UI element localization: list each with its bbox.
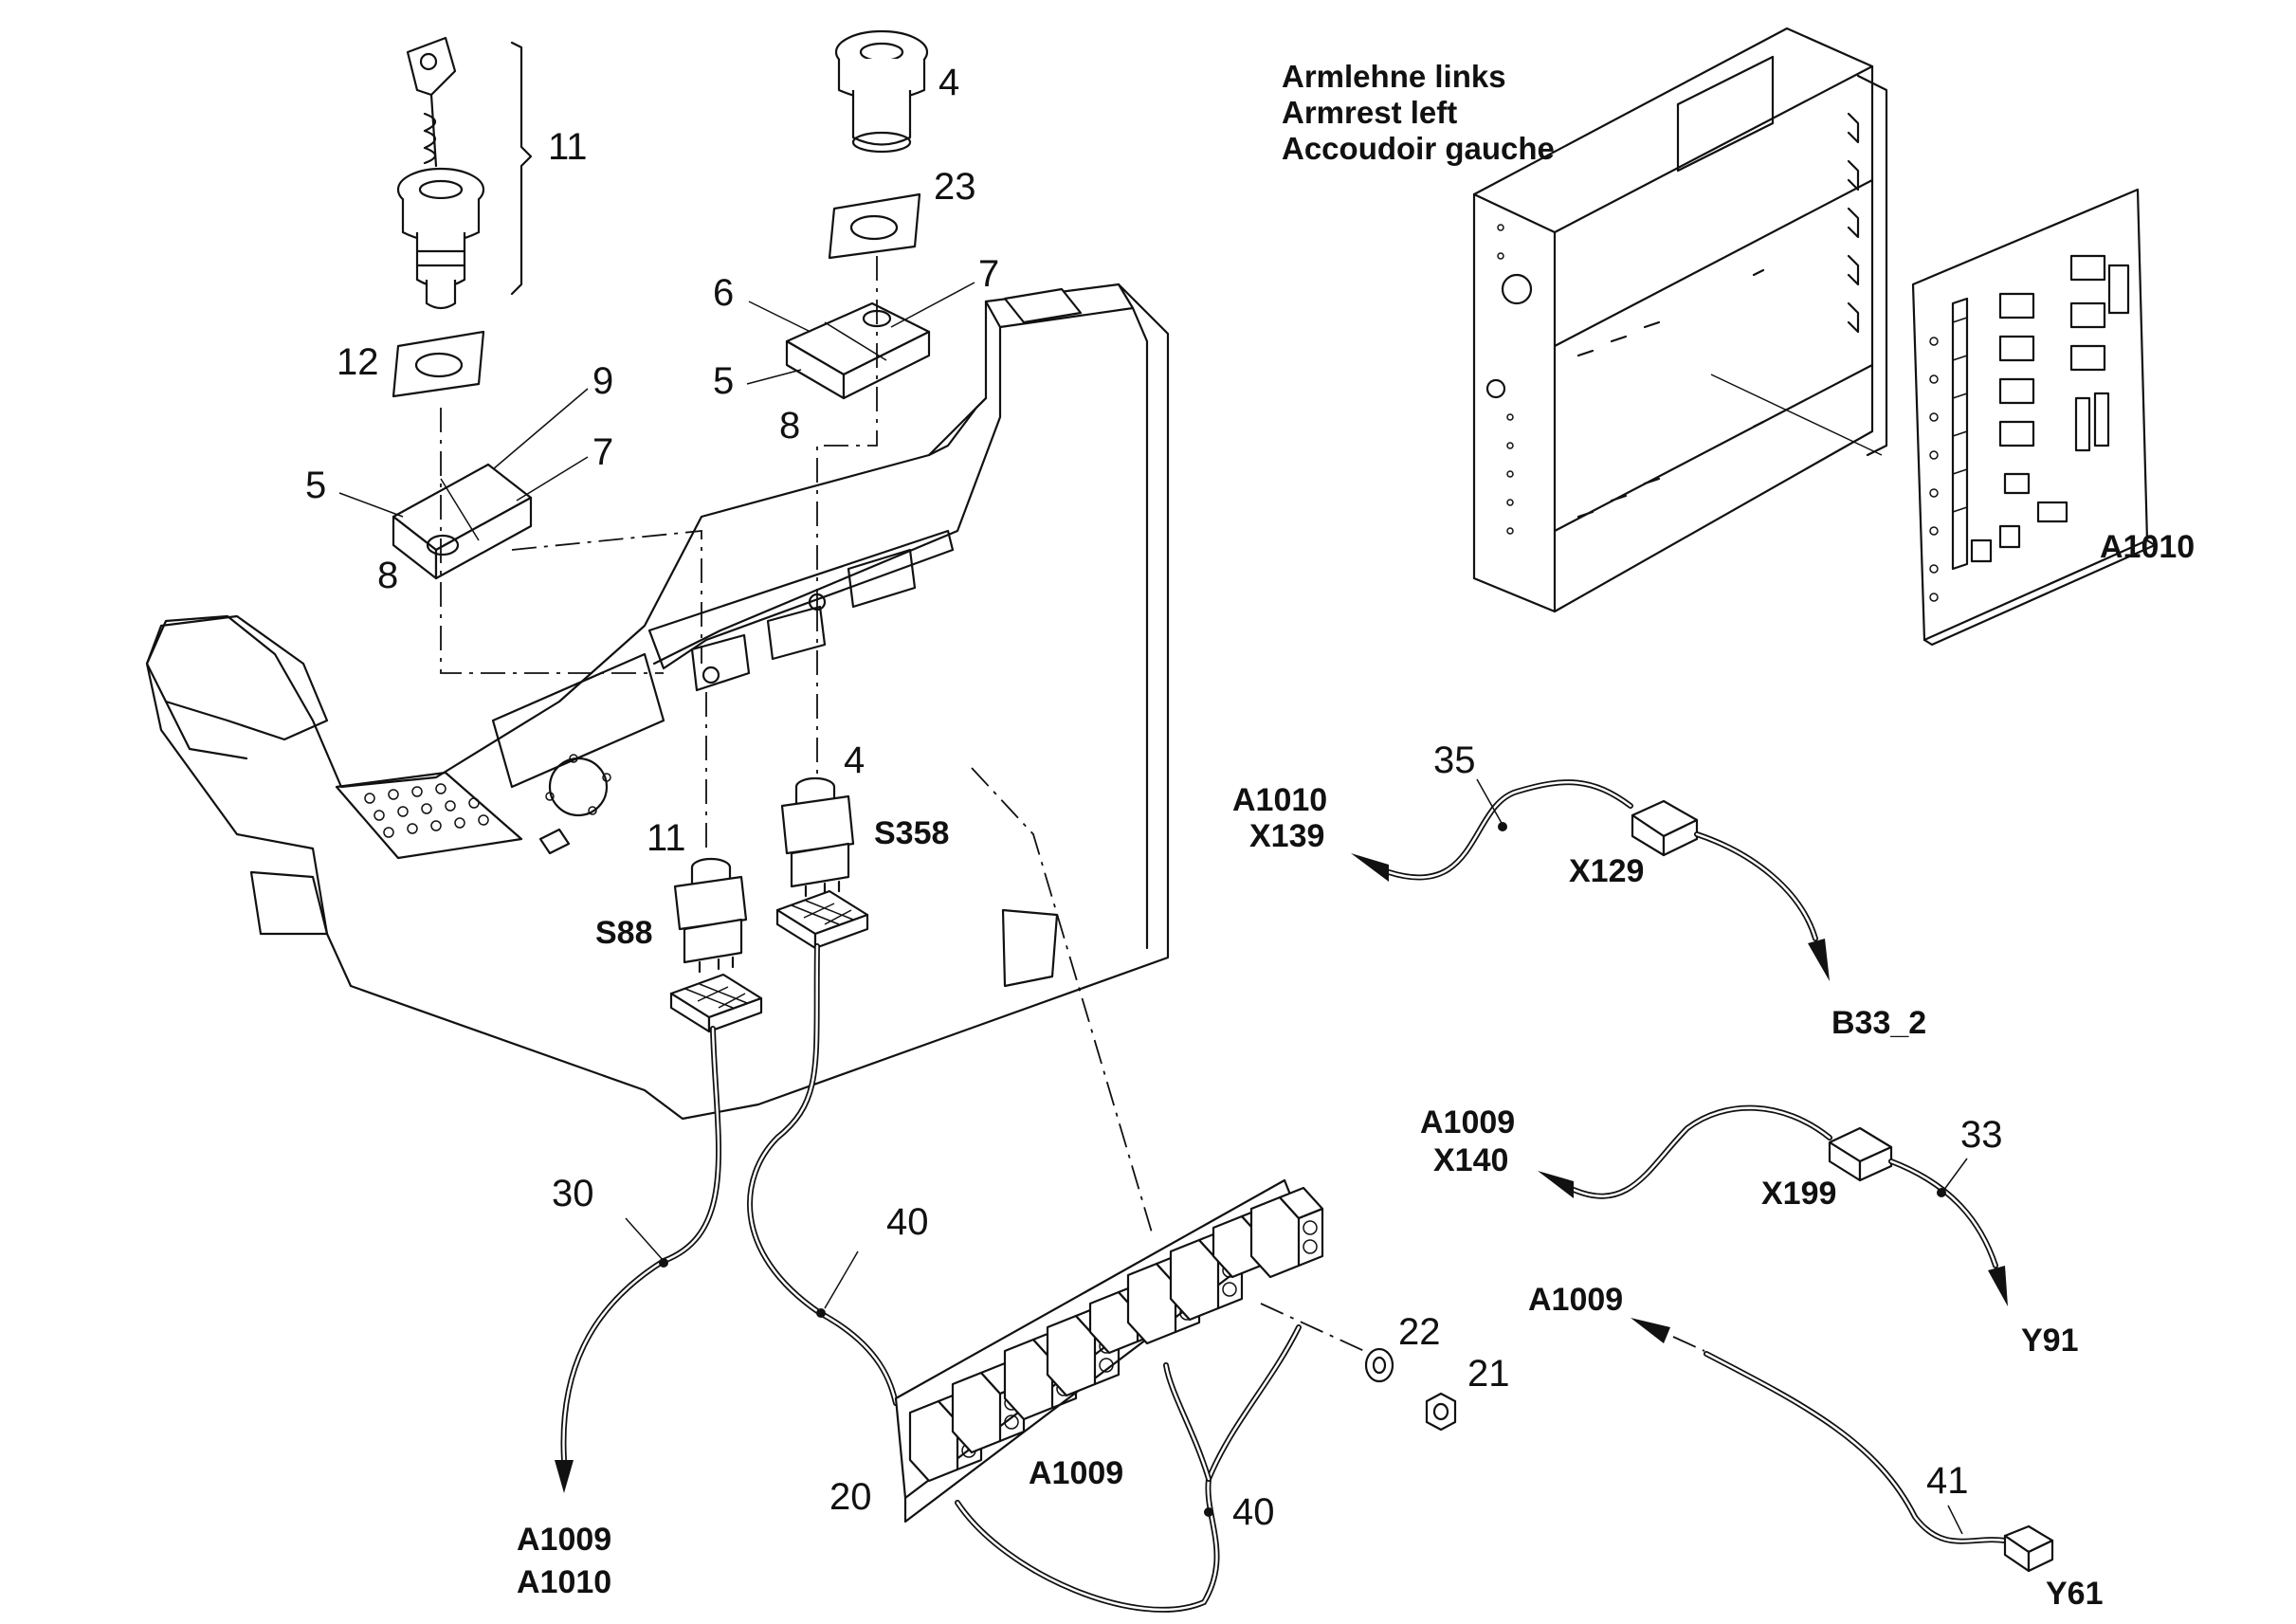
- ref-a1009-y61: A1009: [1528, 1282, 1623, 1318]
- armrest-body: [145, 283, 1170, 1121]
- ref-a1009-x140-line2: X140: [1433, 1142, 1508, 1178]
- key-switch-assembly: [396, 36, 533, 310]
- part-number-35: 35: [1433, 739, 1476, 781]
- center-lines: [440, 256, 1376, 1357]
- washer-22: [1364, 1347, 1394, 1383]
- part-number-11-key: 11: [548, 126, 588, 168]
- part-number-5-right: 5: [713, 360, 734, 402]
- part-number-21: 21: [1467, 1353, 1510, 1395]
- title-line-1: Armlehne links: [1282, 59, 1506, 94]
- part-number-5-left: 5: [305, 465, 326, 506]
- cable-40-upper: [747, 943, 899, 1406]
- cable-40-lower: [955, 1324, 1302, 1613]
- ref-to-a1009: A1009: [517, 1522, 611, 1558]
- ref-x129: X129: [1569, 853, 1644, 889]
- ref-x199: X199: [1761, 1176, 1836, 1212]
- part-number-7-right: 7: [978, 253, 999, 295]
- nut-21: [1425, 1392, 1457, 1432]
- part-number-33: 33: [1960, 1114, 2003, 1156]
- switch-s88: [669, 857, 763, 1033]
- part-number-41: 41: [1926, 1460, 1969, 1502]
- ref-a1009-x140-line1: A1009: [1420, 1104, 1515, 1140]
- ref-y61: Y61: [2046, 1576, 2104, 1612]
- ref-to-a1010: A1010: [517, 1564, 611, 1600]
- ref-a1010-x139-line2: X139: [1249, 818, 1324, 854]
- washer-23: [828, 192, 921, 260]
- part-number-9: 9: [592, 360, 613, 402]
- leader-7-left: [516, 456, 589, 502]
- circuit-board-a1010: [1911, 188, 2157, 647]
- part-number-40-bottom: 40: [1232, 1491, 1275, 1533]
- cable-33: [1538, 1104, 2008, 1306]
- cable-35: [1351, 778, 1830, 981]
- cable-41: [1631, 1318, 2054, 1573]
- leader-6: [748, 301, 811, 333]
- part-number-22: 22: [1398, 1311, 1441, 1353]
- part-number-40-top: 40: [886, 1201, 929, 1243]
- part-number-8-right: 8: [779, 405, 800, 447]
- cable-30: [555, 1026, 722, 1493]
- ref-y91: Y91: [2021, 1323, 2079, 1359]
- part-number-4-switch: 4: [844, 739, 865, 781]
- ref-a1010-x139-line1: A1010: [1232, 782, 1327, 818]
- leader-9: [492, 388, 589, 470]
- ref-s358: S358: [874, 815, 949, 851]
- grip-holes: [364, 783, 489, 838]
- part-number-8-left: 8: [377, 555, 398, 596]
- title-line-3: Accoudoir gauche: [1282, 131, 1555, 166]
- relay-blocks: [908, 1186, 1324, 1483]
- leader-5-left: [338, 492, 404, 518]
- leader-5-right: [746, 369, 802, 385]
- armrest-left-housing: [1472, 27, 1888, 613]
- ref-a1009-strip: A1009: [1029, 1455, 1123, 1491]
- lock-cylinder-4: [834, 29, 929, 154]
- switch-s358: [775, 776, 869, 950]
- part-number-7-left: 7: [592, 431, 613, 473]
- washer-12: [392, 330, 485, 398]
- ref-a1010-board: A1010: [2100, 529, 2195, 565]
- ref-s88: S88: [595, 915, 653, 951]
- leader-7-right: [890, 282, 975, 328]
- title-line-2: Armrest left: [1282, 95, 1457, 130]
- part-number-30: 30: [552, 1173, 594, 1214]
- part-number-12: 12: [337, 341, 379, 383]
- part-number-23: 23: [934, 166, 976, 208]
- ref-b33-2: B33_2: [1831, 1005, 1926, 1041]
- ic-chips: [1970, 254, 2130, 563]
- part-number-4-top: 4: [938, 62, 959, 103]
- part-number-6: 6: [713, 272, 734, 314]
- part-number-11-switch: 11: [647, 817, 686, 859]
- left-switch-plate: [392, 463, 533, 580]
- part-number-20: 20: [829, 1476, 872, 1518]
